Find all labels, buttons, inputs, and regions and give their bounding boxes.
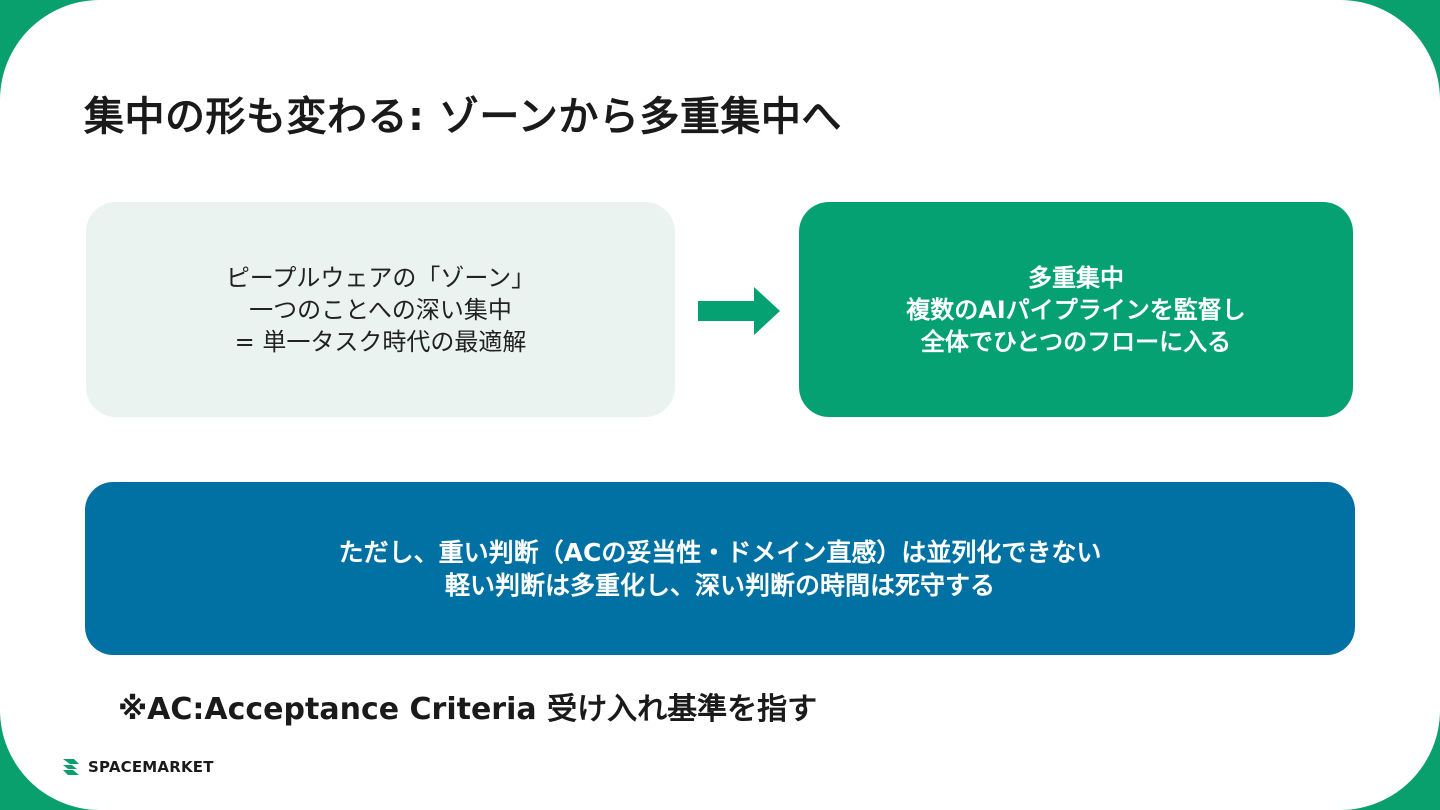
multi-focus-line-2: 複数のAIパイプラインを監督し xyxy=(906,295,1246,324)
zone-line-3: = 単一タスク時代の最適解 xyxy=(234,327,527,356)
page-title: 集中の形も変わる: ゾーンから多重集中へ xyxy=(84,94,842,140)
caveat-box: ただし、重い判断（ACの妥当性・ドメイン直感）は並列化できない 軽い判断は多重化… xyxy=(85,482,1355,655)
caveat-line-1: ただし、重い判断（ACの妥当性・ドメイン直感）は並列化できない xyxy=(338,537,1102,567)
logo-text: SPACEMARKET xyxy=(88,758,214,776)
multi-focus-box: 多重集中 複数のAIパイプラインを監督し 全体でひとつのフローに入る xyxy=(799,202,1353,417)
zone-line-2: 一つのことへの深い集中 xyxy=(249,295,512,324)
zone-line-1: ピープルウェアの「ゾーン」 xyxy=(225,263,536,292)
multi-focus-line-3: 全体でひとつのフローに入る xyxy=(920,327,1232,356)
caveat-line-2: 軽い判断は多重化し、深い判断の時間は死守する xyxy=(444,570,995,600)
spacemarket-logo: SPACEMARKET xyxy=(60,756,214,778)
right-arrow-icon xyxy=(698,287,780,335)
footnote: ※AC:Acceptance Criteria 受け入れ基準を指す xyxy=(118,692,818,727)
spacemarket-logo-icon xyxy=(63,759,79,775)
zone-concept-box: ピープルウェアの「ゾーン」 一つのことへの深い集中 = 単一タスク時代の最適解 xyxy=(86,202,675,417)
multi-focus-line-1: 多重集中 xyxy=(1028,263,1124,292)
